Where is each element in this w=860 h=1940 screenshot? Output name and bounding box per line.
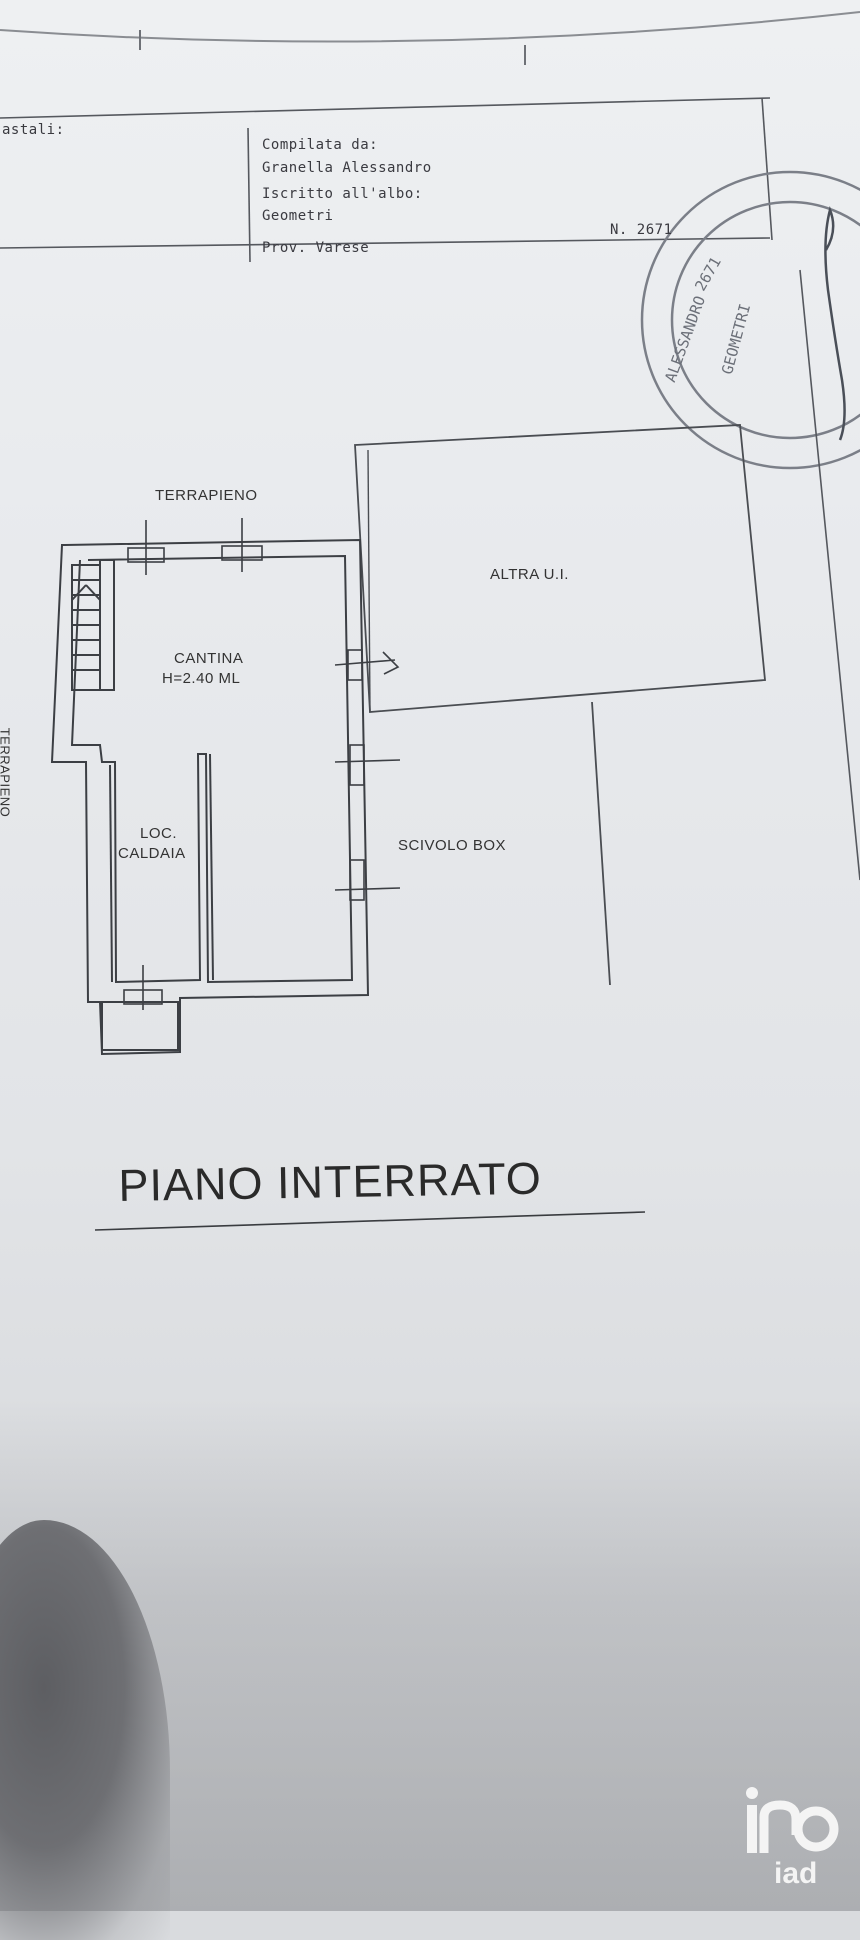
cantina-height-label: H=2.40 ML [162,670,241,687]
building-walls [50,538,370,1056]
registration-number: N. 2671 [610,222,673,238]
terrapieno-top-label: TERRAPIENO [155,487,258,504]
window-marks [123,518,401,1010]
cantina-label: CANTINA [174,650,244,667]
terrapieno-side-label: TERRAPIENO [0,727,13,818]
header-frame [0,97,773,263]
compiler-name: Granella Alessandro [262,160,432,176]
compilata-label: Compilata da: [262,137,379,153]
stamp-circle [640,170,860,470]
province: Prov. Varese [262,240,370,256]
iad-logo-icon [746,1787,839,1853]
catastali-label: astali: [2,122,65,138]
altra-ui-label: ALTRA U.I. [490,566,569,583]
scivolo-box-label: SCIVOLO BOX [398,837,507,854]
loc-label: LOC. [140,825,178,842]
iscritto-label: Iscritto all'albo: [262,186,423,202]
albo-name: Geometri [262,208,334,224]
iad-logo-text: iad [774,1857,818,1890]
caldaia-label: CALDAIA [118,845,186,862]
page-title: PIANO INTERRATO [118,1152,543,1211]
iad-logo: iad [742,1785,842,1895]
